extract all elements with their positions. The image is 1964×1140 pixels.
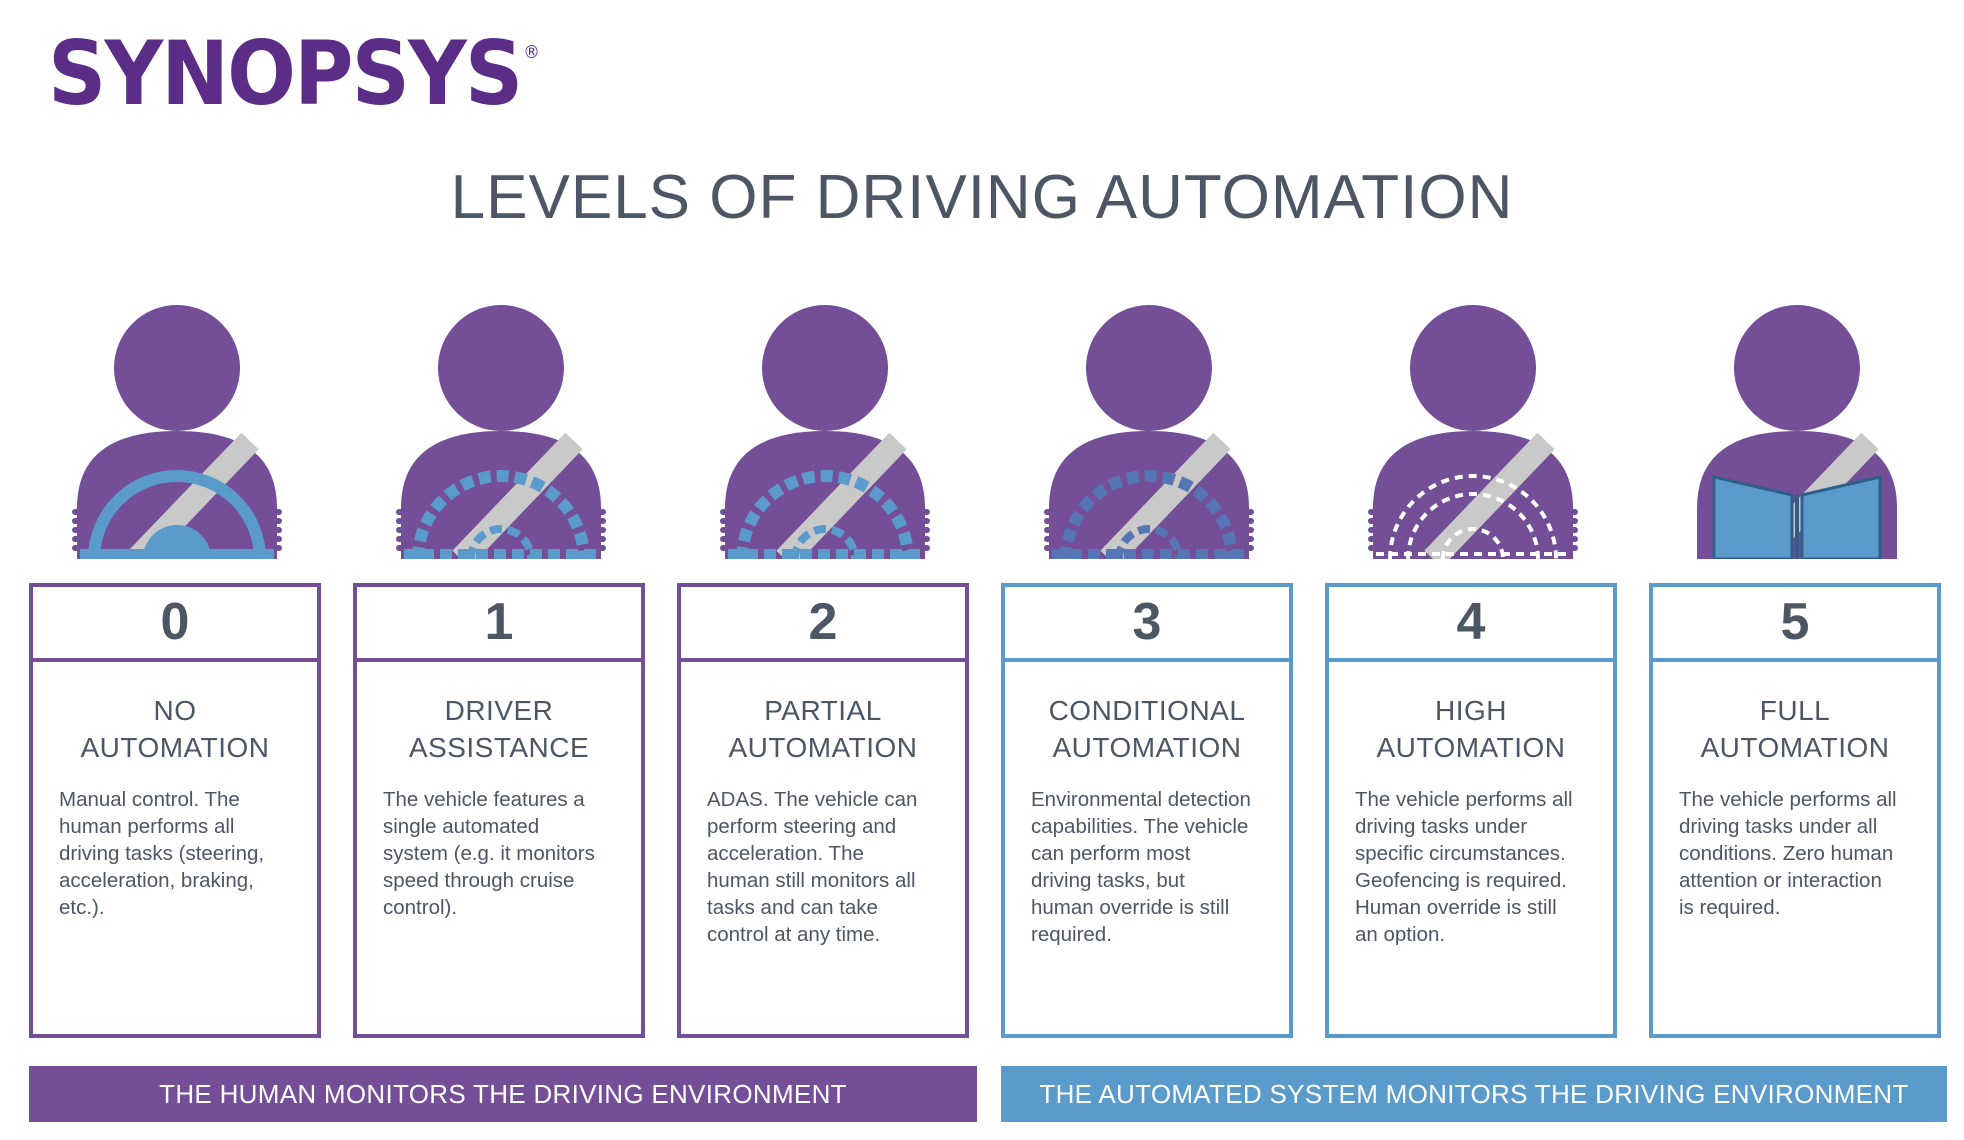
description-line: Manual control. The [59, 788, 240, 811]
level-card-0: 0 NO AUTOMATION Manual control. The huma… [29, 583, 321, 1038]
level-card-2: 2 PARTIAL AUTOMATION ADAS. The vehicle c… [677, 583, 969, 1038]
description-line: ADAS. The vehicle can [707, 788, 918, 811]
level-description: ADAS. The vehicle can perform steering a… [707, 786, 941, 948]
description-line: an option. [1355, 923, 1446, 946]
level-name-line2: ASSISTANCE [408, 732, 590, 763]
description-line: required. [1031, 923, 1112, 946]
description-line: control). [383, 896, 458, 919]
description-line: driving tasks under [1355, 815, 1528, 838]
level-name-line2: AUTOMATION [1052, 732, 1242, 763]
level-name-line1: NO [153, 695, 197, 726]
level-description: The vehicle features a single automated … [383, 786, 617, 921]
level-name-line1: HIGH [1435, 695, 1507, 726]
level-name-line2: AUTOMATION [1376, 732, 1566, 763]
description-line: human override is still [1031, 896, 1230, 919]
level-name-line1: DRIVER [444, 695, 554, 726]
human-monitors-banner: THE HUMAN MONITORS THE DRIVING ENVIRONME… [29, 1066, 977, 1122]
description-line: system (e.g. it monitors [383, 842, 595, 865]
level-number: 3 [1005, 587, 1289, 662]
description-line: human still monitors all [707, 869, 916, 892]
level-name-line1: PARTIAL [764, 695, 882, 726]
level-name: PARTIAL AUTOMATION [681, 692, 965, 766]
level-name: HIGH AUTOMATION [1329, 692, 1613, 766]
description-line: can perform most [1031, 842, 1191, 865]
level-card-4: 4 HIGH AUTOMATION The vehicle performs a… [1325, 583, 1617, 1038]
level-number: 5 [1653, 587, 1937, 662]
level-name-line2: AUTOMATION [1700, 732, 1890, 763]
level-name: CONDITIONAL AUTOMATION [1005, 692, 1289, 766]
level-description: The vehicle performs all driving tasks u… [1679, 786, 1913, 921]
page-title: LEVELS OF DRIVING AUTOMATION [450, 163, 1514, 232]
driver-steering-wheel-solid-icon [72, 305, 282, 559]
level-name-line2: AUTOMATION [728, 732, 918, 763]
logo-text: SYNOPSYS [48, 22, 523, 125]
driver-steering-wheel-dashed-icon [720, 305, 930, 559]
level-description: The vehicle performs all driving tasks u… [1355, 786, 1589, 948]
description-line: speed through cruise [383, 869, 575, 892]
description-line: etc.). [59, 896, 105, 919]
description-line: acceleration, braking, [59, 869, 254, 892]
level-card-5: 5 FULL AUTOMATION The vehicle performs a… [1649, 583, 1941, 1038]
description-line: single automated [383, 815, 540, 838]
description-line: acceleration. The [707, 842, 864, 865]
description-line: Human override is still [1355, 896, 1557, 919]
description-line: capabilities. The vehicle [1031, 815, 1249, 838]
description-line: attention or interaction [1679, 869, 1882, 892]
description-line: conditions. Zero human [1679, 842, 1894, 865]
level-number: 4 [1329, 587, 1613, 662]
level-number: 2 [681, 587, 965, 662]
description-line: is required. [1679, 896, 1781, 919]
level-card-1: 1 DRIVER ASSISTANCE The vehicle features… [353, 583, 645, 1038]
driver-steering-wheel-partial-dashed-icon [396, 305, 606, 559]
logo-registered-mark: ® [523, 42, 540, 63]
system-monitors-banner: THE AUTOMATED SYSTEM MONITORS THE DRIVIN… [1001, 1066, 1947, 1122]
level-name: DRIVER ASSISTANCE [357, 692, 641, 766]
level-name-line2: AUTOMATION [80, 732, 270, 763]
description-line: The vehicle performs all [1679, 788, 1897, 811]
level-description: Environmental detection capabilities. Th… [1031, 786, 1265, 948]
level-name: FULL AUTOMATION [1653, 692, 1937, 766]
driver-steering-wheel-faded-icon [1044, 305, 1254, 559]
description-line: The vehicle performs all [1355, 788, 1573, 811]
description-line: Environmental detection [1031, 788, 1251, 811]
level-description: Manual control. The human performs all d… [59, 786, 293, 921]
description-line: tasks and can take [707, 896, 878, 919]
level-name: NO AUTOMATION [33, 692, 317, 766]
description-line: control at any time. [707, 923, 881, 946]
description-line: The vehicle features a [383, 788, 585, 811]
driver-steering-wheel-outline-icon [1368, 305, 1578, 559]
level-number: 0 [33, 587, 317, 662]
level-number: 1 [357, 587, 641, 662]
description-line: perform steering and [707, 815, 897, 838]
description-line: driving tasks, but [1031, 869, 1185, 892]
description-line: specific circumstances. [1355, 842, 1566, 865]
level-name-line1: FULL [1759, 695, 1831, 726]
level-card-3: 3 CONDITIONAL AUTOMATION Environmental d… [1001, 583, 1293, 1038]
synopsys-logo: SYNOPSYS® [48, 30, 540, 118]
description-line: Geofencing is required. [1355, 869, 1567, 892]
description-line: human performs all [59, 815, 235, 838]
level-name-line1: CONDITIONAL [1048, 695, 1246, 726]
description-line: driving tasks (steering, [59, 842, 265, 865]
description-line: driving tasks under all [1679, 815, 1878, 838]
driver-reading-book-icon [1697, 305, 1897, 559]
